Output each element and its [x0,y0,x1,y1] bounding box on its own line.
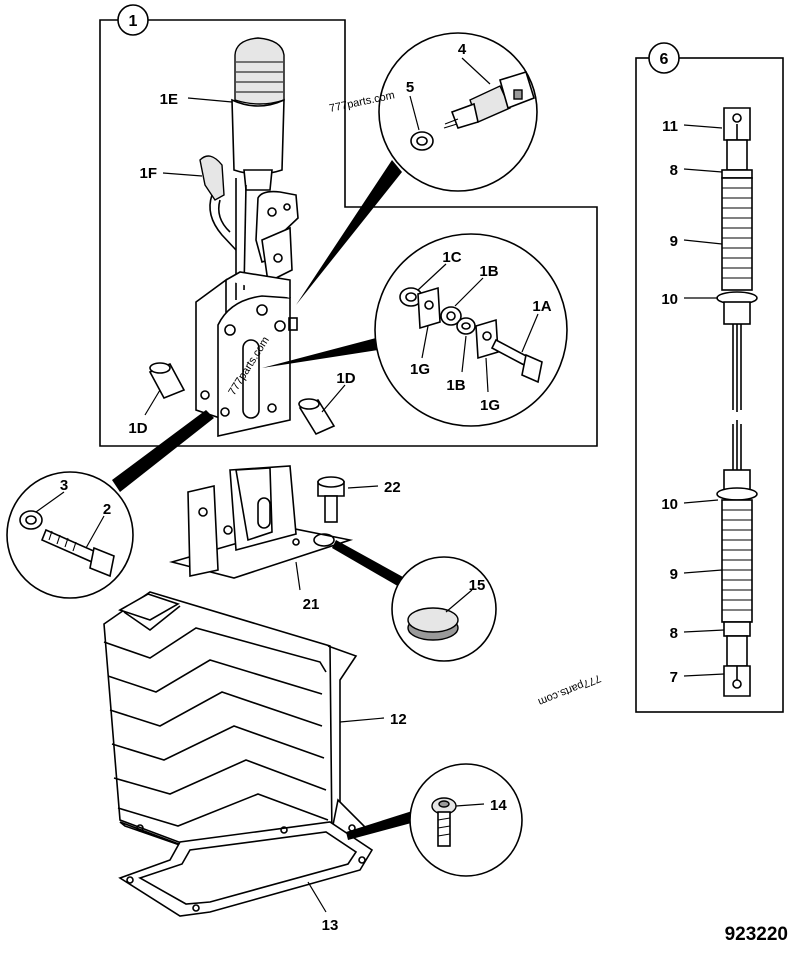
leader-10-bottom [683,499,719,504]
leader-1f [162,172,203,177]
latch-plate [255,190,299,284]
label-9-top: 9 [670,233,678,250]
leader-4 [461,57,491,85]
label-22: 22 [384,479,401,496]
label-2: 2 [103,501,111,518]
detail-pointer-switch [296,160,402,305]
leader-22 [347,485,379,489]
leader-1g-right [485,357,489,393]
detail-bubble-bolt [6,471,134,599]
label-1f: 1F [139,165,157,182]
label-10-top: 10 [661,291,678,308]
group-1-frame [99,19,598,447]
label-10-bottom: 10 [661,496,678,513]
leader-12 [339,717,385,723]
leader-1a [521,313,539,353]
label-4: 4 [458,41,467,58]
label-8-bottom: 8 [670,625,678,642]
label-7: 7 [670,669,678,686]
leader-1b-top [454,277,484,307]
leader-9-bottom [683,569,723,574]
detail-bubble-screw [409,763,523,877]
label-14: 14 [490,797,507,814]
leader-15 [445,589,473,613]
bushing-right [298,398,336,436]
base-bracket-21 [168,465,354,579]
label-15: 15 [469,577,486,594]
leader-1e [187,97,233,103]
label-1g-left: 1G [410,361,430,378]
label-3: 3 [60,477,68,494]
leader-1d-left [144,389,161,416]
drawing-number: 923220 [725,924,788,945]
bolt-2 [40,528,115,578]
label-12: 12 [390,711,407,728]
bolt-22 [317,476,345,523]
watermark-middle: 777parts.com [536,672,602,708]
leader-3 [35,491,65,513]
leader-8-bottom [683,629,725,633]
leader-5 [409,95,420,131]
label-1b-bottom: 1B [446,377,465,394]
leader-1d-right [321,384,346,413]
leader-7 [683,673,725,677]
pressure-switch [443,71,535,129]
pivot-bolt-1a [490,338,543,384]
trigger-lever [199,155,237,251]
leader-1b-bottom [461,335,467,373]
group-6-number: 6 [660,51,669,68]
leader-14 [455,803,485,807]
label-1a: 1A [532,298,551,315]
gaiter-boot-12 [103,591,358,851]
label-1c: 1C [442,249,461,266]
detail-pointer-plug [332,540,412,592]
detail-pointer-screw [346,806,430,840]
leader-1g-left [421,325,429,359]
gasket-13 [118,821,374,917]
pivot-bush-1b-top [440,306,462,326]
leader-8-top [683,168,723,173]
leader-2 [85,515,105,549]
leader-11 [683,124,723,129]
lever-handle [231,37,285,300]
label-1d-right: 1D [336,370,355,387]
label-21: 21 [303,596,320,613]
lever-mounting-bracket [195,271,298,437]
group-1-number: 1 [129,13,138,30]
group-6-circle [648,42,680,74]
leader-13 [307,881,327,913]
label-13: 13 [322,917,339,934]
group-6-frame [635,57,784,713]
label-1g-right: 1G [480,397,500,414]
pivot-bush-1b-bottom [456,317,476,335]
label-1d-left: 1D [128,420,147,437]
cable-bellows-bottom [721,499,753,623]
label-1b-top: 1B [479,263,498,280]
screw-14 [431,797,457,847]
bushing-left [148,362,186,400]
label-8-top: 8 [670,162,678,179]
detail-pointer-pivot [262,338,378,368]
label-1e: 1E [160,91,178,108]
leader-9-top [683,239,723,245]
plug-15 [407,607,459,641]
cable-bellows-top [721,177,753,291]
hex-nut-3 [19,510,43,530]
control-cable [716,107,758,697]
detail-pointer-bolt [112,410,214,492]
label-9-bottom: 9 [670,566,678,583]
label-5: 5 [406,79,414,96]
pivot-washer-1g-right [475,318,499,360]
group-1-circle [117,4,149,36]
pivot-washer-1g-left [417,286,441,330]
hex-nut-5 [410,131,434,151]
label-11: 11 [662,118,678,135]
leader-21 [295,561,301,591]
leader-1c [417,263,447,291]
